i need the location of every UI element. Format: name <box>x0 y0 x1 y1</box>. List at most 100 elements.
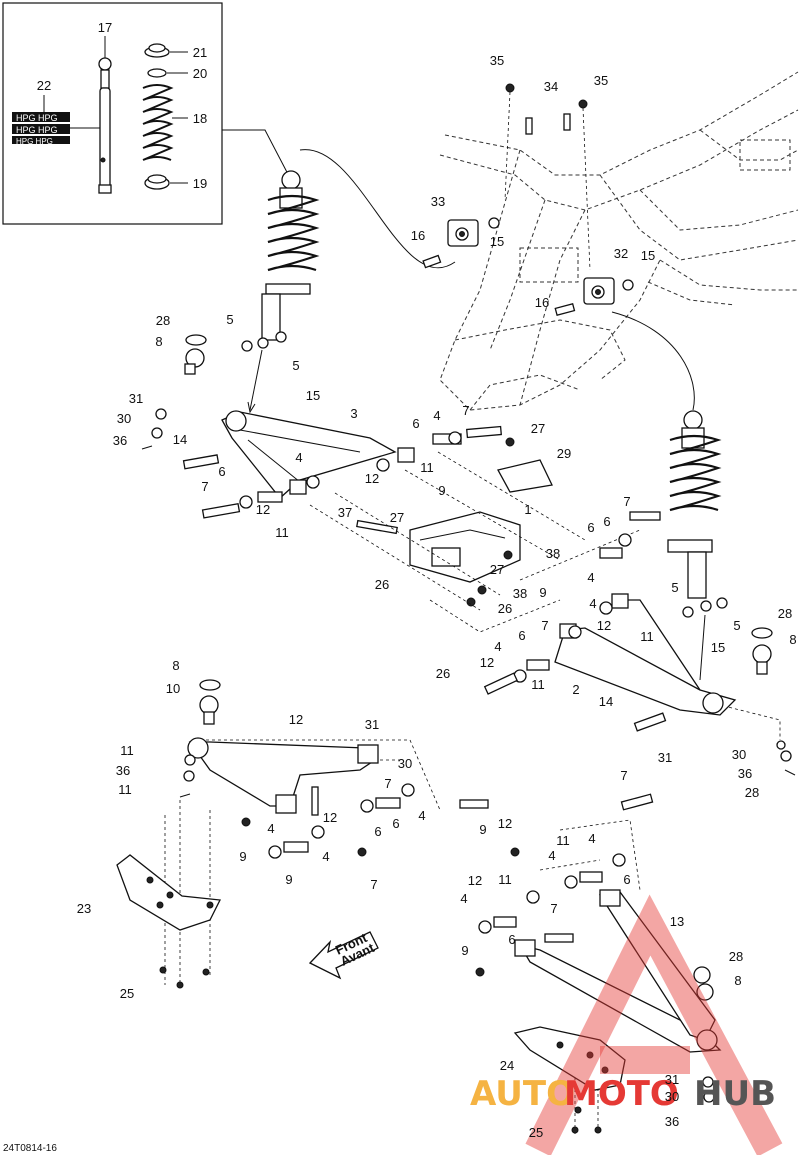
callout-12: 12 <box>468 873 482 888</box>
callout-28: 28 <box>745 785 759 800</box>
vehicle-frame <box>439 71 799 411</box>
callout-15: 15 <box>641 248 655 263</box>
callout-9: 9 <box>438 483 445 498</box>
callout-30: 30 <box>117 411 131 426</box>
callout-38: 38 <box>546 546 560 561</box>
callout-25: 25 <box>120 986 134 1001</box>
callout-25: 25 <box>529 1125 543 1140</box>
callout-7: 7 <box>201 479 208 494</box>
callout-26: 26 <box>498 601 512 616</box>
ball-joint-lower-left <box>179 679 221 798</box>
callout-11: 11 <box>531 677 545 692</box>
callout-9: 9 <box>539 585 546 600</box>
callout-14: 14 <box>599 694 613 709</box>
center-bracket <box>356 437 553 607</box>
callout-9: 9 <box>479 822 486 837</box>
callout-7: 7 <box>623 494 630 509</box>
callout-4: 4 <box>433 408 440 423</box>
callout-12: 12 <box>323 810 337 825</box>
callout-7: 7 <box>370 877 377 892</box>
callout-4: 4 <box>548 848 555 863</box>
callout-9: 9 <box>239 849 246 864</box>
callout-7: 7 <box>384 776 391 791</box>
callout-12: 12 <box>498 816 512 831</box>
callout-11: 11 <box>556 833 570 848</box>
callout-8: 8 <box>172 658 179 673</box>
callout-8: 8 <box>155 334 162 349</box>
callout-30: 30 <box>665 1089 679 1104</box>
callout-4: 4 <box>588 831 595 846</box>
callout-15: 15 <box>490 234 504 249</box>
callout-36: 36 <box>113 433 127 448</box>
callout-6: 6 <box>392 816 399 831</box>
upper-arm-bolts <box>182 425 502 519</box>
callout-6: 6 <box>218 464 225 479</box>
callout-6: 6 <box>374 824 381 839</box>
upper-a-arm-left <box>221 410 415 499</box>
callout-28: 28 <box>156 313 170 328</box>
decal-text-3: HPG HPG <box>16 137 53 146</box>
callout-7: 7 <box>462 403 469 418</box>
callout-7: 7 <box>550 901 557 916</box>
callout-4: 4 <box>460 891 467 906</box>
callout-12: 12 <box>289 712 303 727</box>
callout-27: 27 <box>390 510 404 525</box>
lower-a-arm-right <box>475 793 722 1103</box>
callout-14: 14 <box>173 432 187 447</box>
cotter-nut-upper-left <box>141 408 167 450</box>
callout-38: 38 <box>513 586 527 601</box>
callout-31: 31 <box>658 750 672 765</box>
callout-27: 27 <box>490 562 504 577</box>
callout-9: 9 <box>461 943 468 958</box>
callout-26: 26 <box>436 666 450 681</box>
decal-text-2: HPG HPG <box>16 125 58 135</box>
callout-27: 27 <box>531 421 545 436</box>
front-right-shock <box>667 410 728 618</box>
decal-text-1: HPG HPG <box>16 113 58 123</box>
shock-upper-mount-line <box>299 149 456 269</box>
callout-1: 1 <box>524 502 531 517</box>
callout-2: 2 <box>572 682 579 697</box>
shock-absorber-part <box>98 57 112 194</box>
callout-4: 4 <box>322 849 329 864</box>
inset-callout-17: 17 <box>98 20 112 35</box>
callout-6: 6 <box>518 628 525 643</box>
callout-4: 4 <box>587 570 594 585</box>
callout-6: 6 <box>603 514 610 529</box>
frame-bolts <box>504 83 591 271</box>
callout-9: 9 <box>285 872 292 887</box>
callout-26: 26 <box>375 577 389 592</box>
watermark-auto: AUTO <box>470 1074 575 1114</box>
callout-4: 4 <box>589 596 596 611</box>
callout-13: 13 <box>670 914 684 929</box>
callout-28: 28 <box>778 606 792 621</box>
front-direction-arrow: Front Avant <box>308 930 379 980</box>
callout-11: 11 <box>498 872 512 887</box>
decal-part: HPG HPG HPG HPG HPG HPG <box>12 112 70 146</box>
watermark-moto: MOTO <box>564 1074 679 1114</box>
inset-callout-20: 20 <box>193 66 207 81</box>
callout-15: 15 <box>711 640 725 655</box>
skid-plate-left <box>116 854 222 989</box>
callout-30: 30 <box>732 747 746 762</box>
callout-15: 15 <box>306 388 320 403</box>
callout-12: 12 <box>256 502 270 517</box>
inset-callout-18: 18 <box>193 111 207 126</box>
inset-callout-19: 19 <box>193 176 207 191</box>
shock-bracket-right <box>554 277 634 317</box>
callout-11: 11 <box>640 629 654 644</box>
callout-4: 4 <box>418 808 425 823</box>
callout-36: 36 <box>116 763 130 778</box>
callout-8: 8 <box>789 632 796 647</box>
inset-connector-line <box>222 129 291 179</box>
inset-callout-21: 21 <box>193 45 207 60</box>
callout-4: 4 <box>267 821 274 836</box>
watermark-hub: HUB <box>694 1074 776 1114</box>
retaining-clip-part <box>147 68 167 78</box>
coil-spring-part <box>142 84 174 161</box>
callout-12: 12 <box>480 655 494 670</box>
skid-plate-right <box>513 1026 626 1134</box>
callout-6: 6 <box>623 872 630 887</box>
